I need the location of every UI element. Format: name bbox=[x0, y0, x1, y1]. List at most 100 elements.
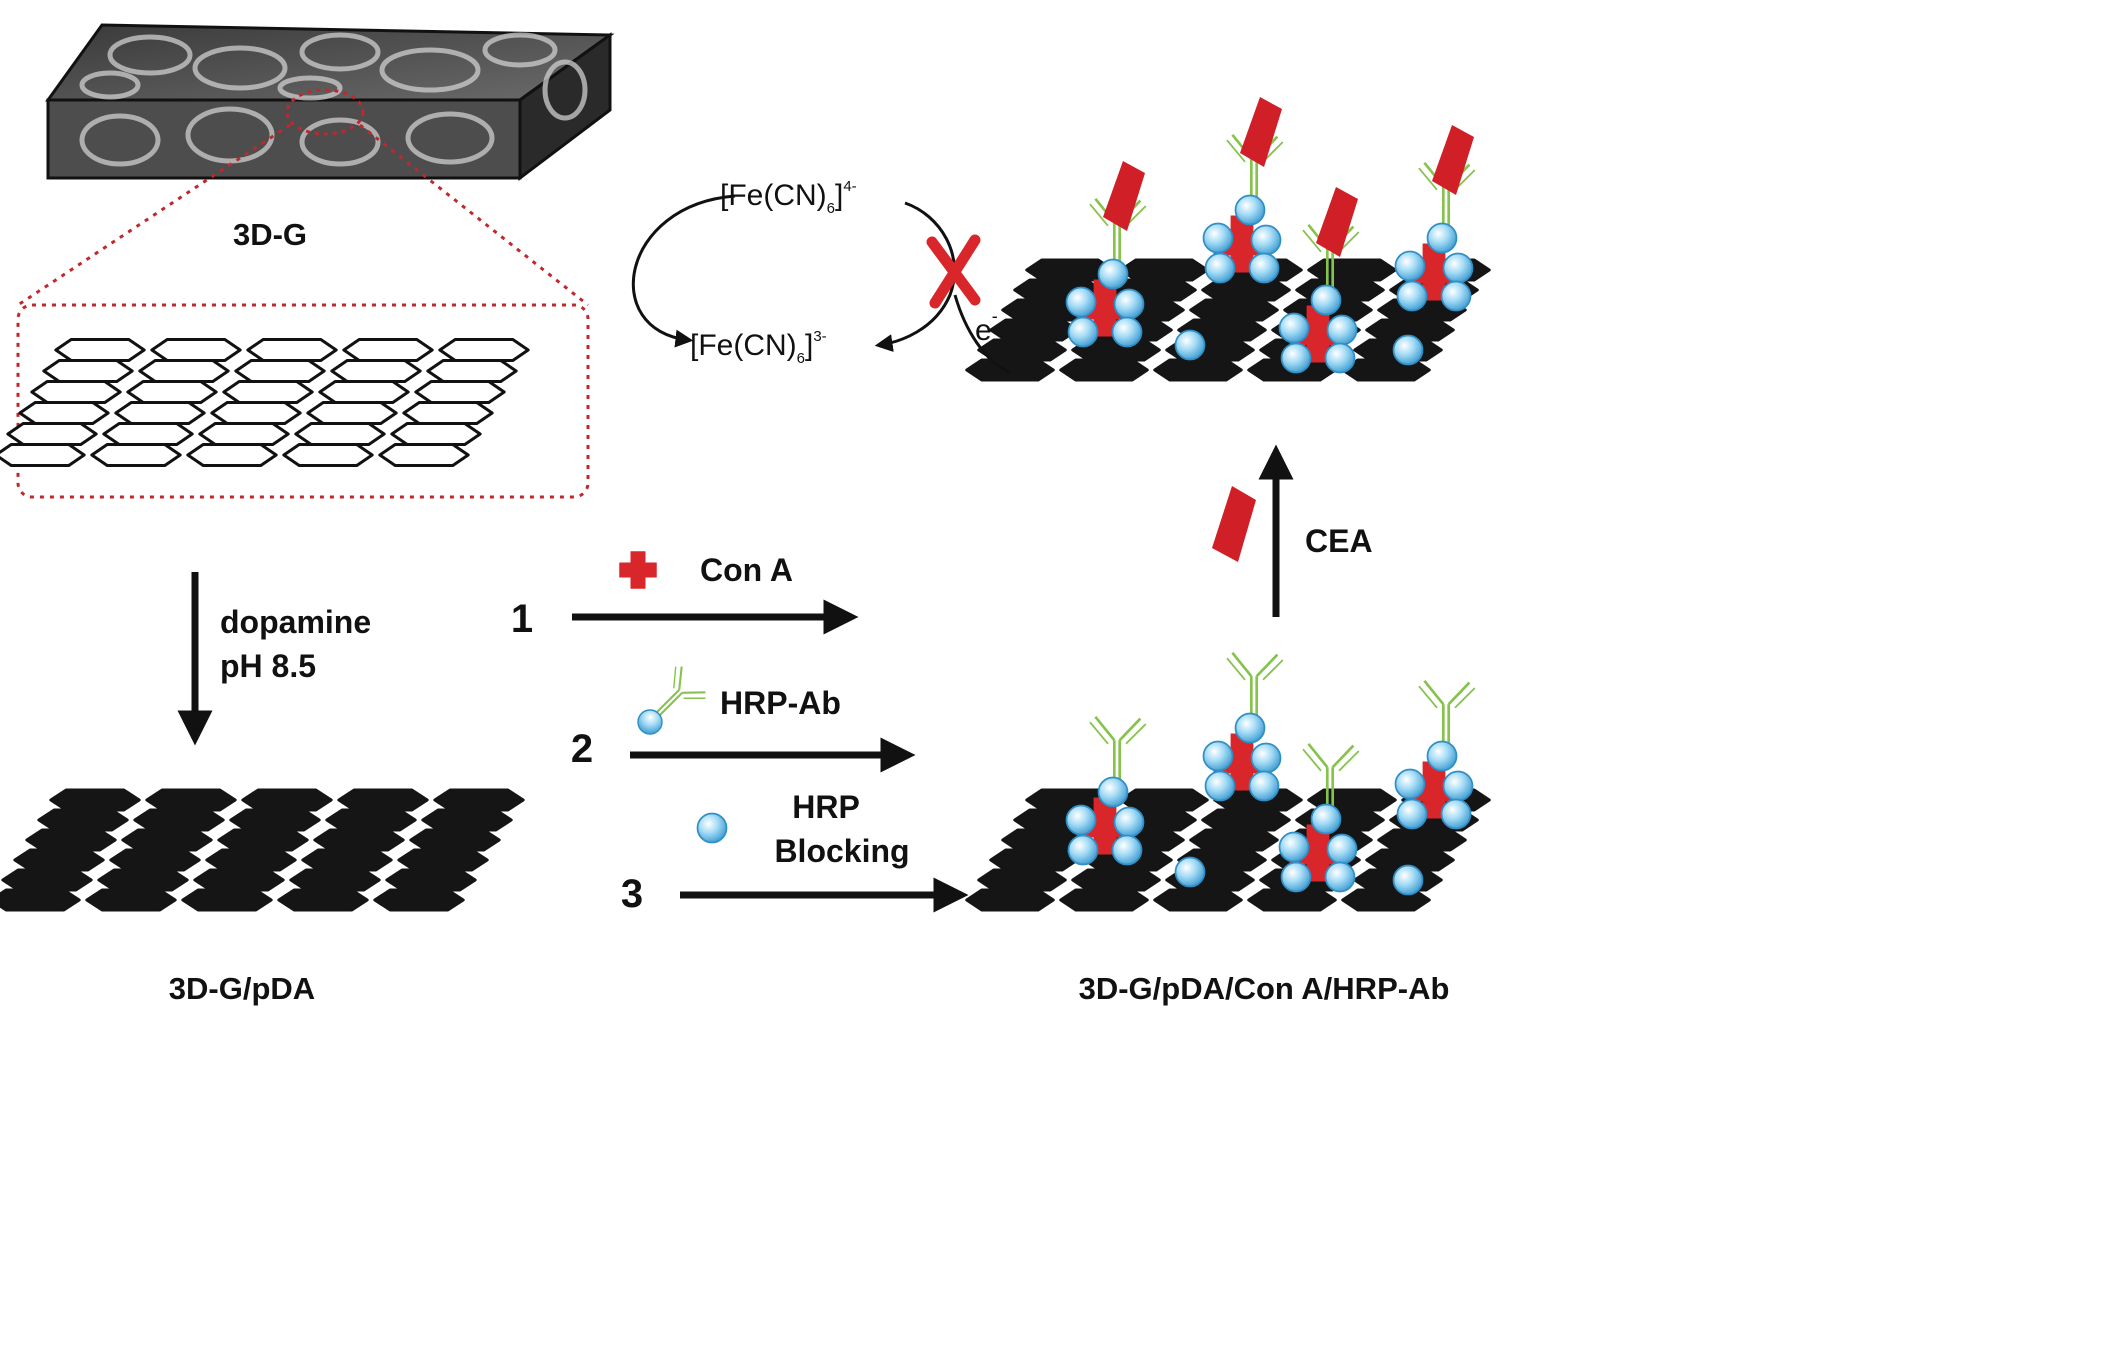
pda-label: 3D-G/pDA bbox=[169, 971, 315, 1006]
functionalized-hex-cell bbox=[965, 888, 1055, 912]
hrp-bead bbox=[1426, 740, 1458, 772]
graphene-hex-cell bbox=[150, 338, 242, 362]
hrp-bead bbox=[1202, 740, 1234, 772]
hrp-ab-label: HRP-Ab bbox=[720, 685, 841, 721]
graphene-hex-cell bbox=[114, 401, 206, 425]
functionalized-hex-cell bbox=[977, 868, 1067, 892]
hrp-bead bbox=[1280, 861, 1312, 893]
graphene-hex-cell bbox=[438, 338, 530, 362]
pda-hex-cell bbox=[313, 828, 405, 852]
functionalized-hex-cell bbox=[1059, 888, 1149, 912]
hrp-bead bbox=[1326, 314, 1358, 346]
pda-hex-cell bbox=[205, 848, 297, 872]
hrp-bead bbox=[1234, 712, 1266, 744]
pda-hex-cell bbox=[301, 848, 393, 872]
graphene-hex-cell bbox=[186, 443, 278, 467]
pda-hex-cell bbox=[109, 848, 201, 872]
hrp-bead bbox=[1394, 768, 1426, 800]
graphene-sheet-white bbox=[0, 338, 530, 467]
graphene-hex-cell bbox=[42, 359, 134, 383]
electron-label: e- bbox=[975, 306, 998, 347]
graphene-hex-cell bbox=[246, 338, 338, 362]
hrp-label: HRP bbox=[792, 789, 860, 825]
graphene-hex-cell bbox=[18, 401, 110, 425]
graphene-hex-cell bbox=[294, 422, 386, 446]
cea-diamond-icon bbox=[1212, 486, 1256, 562]
graphene-hex-cell bbox=[414, 380, 506, 404]
cea-antigen bbox=[1240, 97, 1282, 167]
hrp-bead bbox=[1392, 334, 1424, 366]
functionalized-hex-cell bbox=[1201, 808, 1291, 832]
cea-antigen bbox=[1103, 161, 1145, 231]
hrp-bead bbox=[1324, 861, 1356, 893]
hrp-bead bbox=[1278, 312, 1310, 344]
graphene-hex-cell bbox=[126, 380, 218, 404]
pda-hex-cell bbox=[421, 808, 513, 832]
hrp-bead bbox=[1426, 222, 1458, 254]
pda-hex-cell bbox=[13, 848, 105, 872]
functionalized-hex-cell bbox=[1119, 788, 1209, 812]
graphene-hex-cell bbox=[54, 338, 146, 362]
hrp-bead bbox=[1065, 286, 1097, 318]
graphene-hex-cell bbox=[0, 443, 86, 467]
functionalized-hex-cell bbox=[989, 848, 1079, 872]
final-label: 3D-G/pDA/Con A/HRP-Ab bbox=[1079, 971, 1450, 1006]
ph-label: pH 8.5 bbox=[220, 648, 316, 684]
graphene-hex-cell bbox=[138, 359, 230, 383]
functionalized-hex-cell bbox=[1153, 888, 1243, 912]
cea-sheet-hex-cell bbox=[1119, 258, 1209, 282]
hrp-bead bbox=[1065, 804, 1097, 836]
pda-hex-cell bbox=[1, 868, 93, 892]
cea-sheet-hex-cell bbox=[1201, 278, 1291, 302]
pda-hex-cell bbox=[145, 788, 237, 812]
pda-sheet bbox=[0, 788, 525, 912]
hrp-bead bbox=[1067, 834, 1099, 866]
graphene-hex-cell bbox=[6, 422, 98, 446]
hrp-bead bbox=[1440, 280, 1472, 312]
cea-sheet-hex-cell bbox=[1189, 298, 1279, 322]
pda-hex-cell bbox=[325, 808, 417, 832]
hrp-bead bbox=[1174, 856, 1206, 888]
pda-hex-cell bbox=[217, 828, 309, 852]
hrp-bead bbox=[1248, 252, 1280, 284]
hrp-bead bbox=[1392, 864, 1424, 896]
graphene-hex-cell bbox=[210, 401, 302, 425]
ferricyanide-label: [Fe(CN)6]3- bbox=[690, 328, 827, 367]
cea-antigen bbox=[1432, 125, 1474, 195]
hrp-bead bbox=[1202, 222, 1234, 254]
pda-hex-cell bbox=[397, 848, 489, 872]
functionalized-hex-cell bbox=[1341, 888, 1431, 912]
graphene-hex-cell bbox=[282, 443, 374, 467]
hrp-bead bbox=[1324, 342, 1356, 374]
hrp-bead bbox=[1097, 258, 1129, 290]
pda-hex-cell bbox=[409, 828, 501, 852]
graphene-hex-cell bbox=[90, 443, 182, 467]
graphene-hex-cell bbox=[390, 422, 482, 446]
pda-hex-cell bbox=[97, 868, 189, 892]
pda-hex-cell bbox=[25, 828, 117, 852]
hrp-bead bbox=[1204, 252, 1236, 284]
hrp-bead bbox=[1248, 770, 1280, 802]
hrp-bead-icon bbox=[696, 812, 728, 844]
hrp-bead bbox=[1280, 342, 1312, 374]
functionalized-hex-cell bbox=[1189, 828, 1279, 852]
pda-hex-cell bbox=[49, 788, 141, 812]
pda-hex-cell bbox=[385, 868, 477, 892]
hrp-bead bbox=[1067, 316, 1099, 348]
hrp-bead bbox=[1278, 831, 1310, 863]
hrp-bead bbox=[1250, 224, 1282, 256]
pda-hex-cell bbox=[193, 868, 285, 892]
functionalized-sheet bbox=[965, 651, 1491, 912]
graphene-hex-cell bbox=[318, 380, 410, 404]
graphene-hex-cell bbox=[342, 338, 434, 362]
graphene-hex-cell bbox=[330, 359, 422, 383]
step-1-number: 1 bbox=[511, 597, 533, 641]
graphene-hex-cell bbox=[402, 401, 494, 425]
hrp-bead bbox=[1396, 798, 1428, 830]
pda-hex-cell bbox=[373, 888, 465, 912]
hrp-bead bbox=[1442, 770, 1474, 802]
dopamine-label: dopamine bbox=[220, 604, 371, 640]
zoom-callout bbox=[16, 123, 590, 499]
pda-hex-cell bbox=[337, 788, 429, 812]
hrp-bead bbox=[1234, 194, 1266, 226]
